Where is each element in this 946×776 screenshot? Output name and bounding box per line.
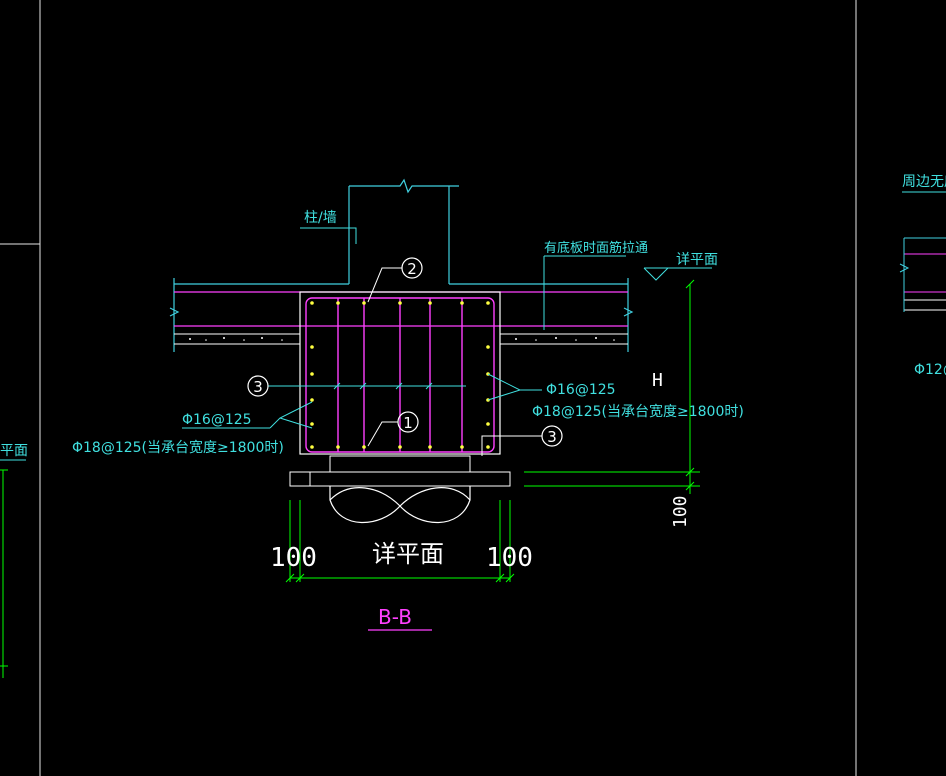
right-rebar-bottom-label: Φ18@125(当承台宽度≥1800时) <box>532 403 744 420</box>
svg-text:2: 2 <box>407 260 417 278</box>
column-wall <box>348 178 459 284</box>
elevation-ref-label: 详平面 <box>676 252 718 268</box>
section-title-group: B-B <box>368 605 432 631</box>
floor-slab <box>169 278 634 352</box>
width-reference-label: 详平面 <box>372 540 444 568</box>
blinding-layer <box>289 455 511 487</box>
column-wall-label: 柱/墙 <box>304 210 337 226</box>
left-rebar-top-label: Φ16@125 <box>182 412 252 428</box>
left-panel-ref-label: 平面 <box>0 443 28 459</box>
height-dimension: H 100 <box>524 279 700 528</box>
pile-cap-rebar-cage <box>305 297 495 453</box>
bottom-right-dimension: 100 <box>670 495 691 528</box>
slab-note-label: 有底板时面筋拉通 <box>544 240 648 256</box>
horizontal-tie <box>268 382 466 390</box>
height-symbol: H <box>652 370 663 391</box>
left-rebar-callout: Φ16@125 Φ18@125(当承台宽度≥1800时) <box>72 401 313 456</box>
bubble-1: 1 <box>367 411 419 447</box>
svg-text:3: 3 <box>253 378 263 396</box>
rebar-dots <box>310 301 490 449</box>
left-dimension: 100 <box>270 543 317 573</box>
concrete-layer-left <box>174 333 301 345</box>
section-title: B-B <box>378 605 412 629</box>
bubble-2: 2 <box>367 257 423 303</box>
left-rebar-bottom-label: Φ18@125(当承台宽度≥1800时) <box>72 439 284 456</box>
right-rebar-callout: Φ16@125 Φ18@125(当承台宽度≥1800时) <box>487 373 744 420</box>
right-panel-fragment: 周边无底 Φ12@ <box>899 174 946 378</box>
bubble-3-right: 3 <box>481 425 563 456</box>
elevation-ref-group: 详平面 <box>643 252 718 281</box>
column-wall-label-group: 柱/墙 <box>300 210 357 244</box>
concrete-layer-right <box>499 333 628 345</box>
sheet-frame <box>0 0 857 776</box>
right-panel-note: 周边无底 <box>902 174 946 190</box>
pile-cap <box>299 291 501 455</box>
slab-rebar <box>174 291 628 327</box>
svg-text:1: 1 <box>403 414 413 432</box>
svg-text:3: 3 <box>547 428 557 446</box>
bubble-3-left: 3 <box>247 375 269 397</box>
left-panel-fragment: 平面 <box>0 443 28 678</box>
concrete-hatch <box>189 337 615 341</box>
right-panel-rebar-label: Φ12@ <box>914 362 946 378</box>
right-dimension: 100 <box>486 543 533 573</box>
pile-head <box>329 486 471 524</box>
right-rebar-top-label: Φ16@125 <box>546 382 616 398</box>
slab-note-group: 有底板时面筋拉通 <box>543 240 648 330</box>
width-dimension: 100 100 详平面 <box>270 500 533 583</box>
